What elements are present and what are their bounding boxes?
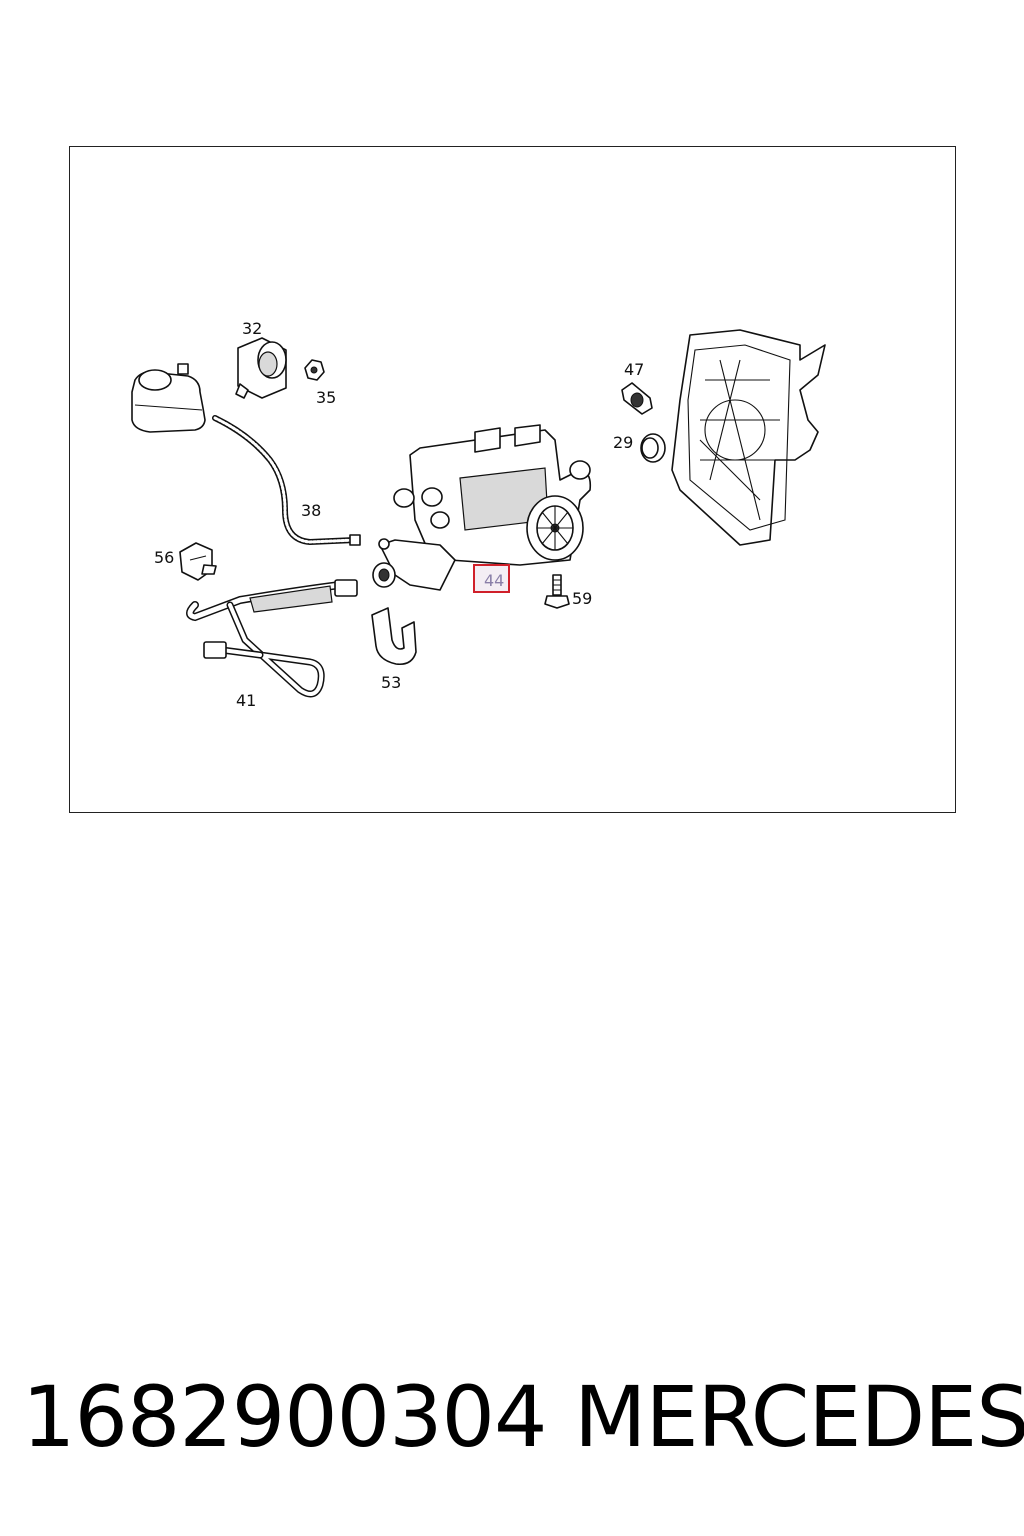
callout-44-highlight-box[interactable]: [473, 564, 510, 593]
callout-35: 35: [316, 388, 336, 407]
callout-41: 41: [236, 691, 256, 710]
callout-44: 44: [484, 571, 504, 590]
part-38-hose[interactable]: [212, 415, 361, 546]
brand-name: MERCEDES: [574, 1368, 1024, 1466]
callout-29: 29: [613, 433, 633, 452]
part-32-bracket[interactable]: [235, 337, 287, 399]
reservoir-part[interactable]: [131, 363, 206, 433]
part-53-clip[interactable]: [371, 607, 417, 666]
part-56-clip[interactable]: [179, 542, 217, 581]
callout-56: 56: [154, 548, 174, 567]
part-35-nut[interactable]: [304, 359, 325, 381]
part-47-grommet[interactable]: [621, 382, 653, 415]
mounting-panel[interactable]: [671, 329, 826, 546]
callout-59: 59: [572, 589, 592, 608]
callout-53: 53: [381, 673, 401, 692]
callout-47: 47: [624, 360, 644, 379]
part-59-bolt[interactable]: [544, 574, 570, 609]
part-44-main-unit[interactable]: [372, 424, 592, 591]
diagram-frame: [69, 146, 956, 813]
footer: 1682900304 MERCEDES: [0, 1362, 1024, 1472]
callout-32: 32: [242, 319, 262, 338]
part-29-plug[interactable]: [640, 433, 666, 463]
part-41-line[interactable]: [186, 579, 358, 698]
callout-38: 38: [301, 501, 321, 520]
part-number: 1682900304: [22, 1368, 547, 1466]
